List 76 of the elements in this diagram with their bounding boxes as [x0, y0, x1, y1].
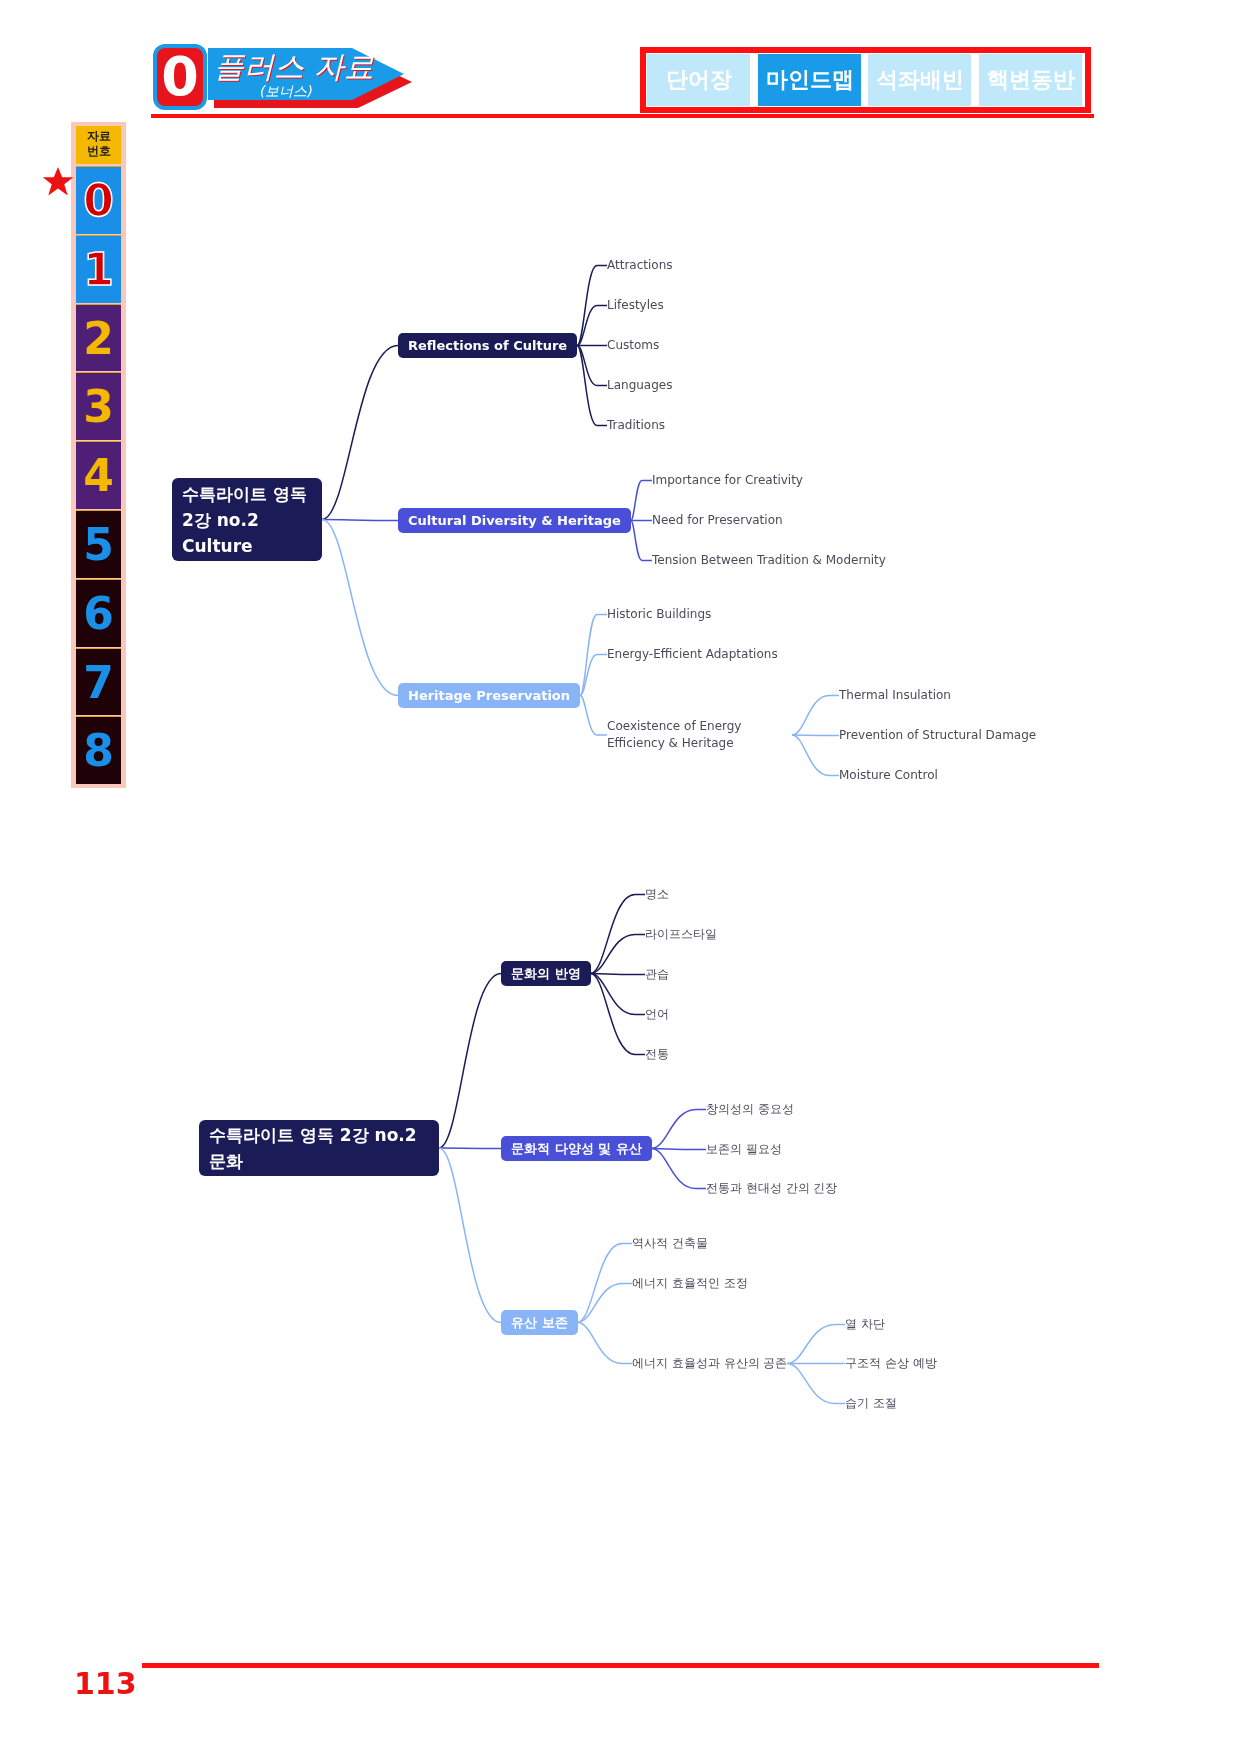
connector-line — [438, 1147, 502, 1324]
connector-line — [589, 893, 646, 975]
subtopic-label: Historic Buildings — [607, 606, 712, 623]
number-cell: 6 — [76, 578, 121, 647]
subtopic-label: 습기 조절 — [845, 1395, 897, 1412]
subtopic-label: 구조적 손상 예방 — [845, 1355, 937, 1372]
subtopic-label: 창의성의 중요성 — [706, 1101, 794, 1118]
subtopic-label: Coexistence of Energy Efficiency & Heritage — [607, 718, 792, 752]
connector-line — [650, 1108, 707, 1150]
root-topic-box: 수특라이트 영독 2강 no.2 문화 — [199, 1120, 439, 1176]
subtopic-label: Thermal Insulation — [839, 687, 951, 704]
connector-line — [438, 972, 502, 1149]
connector-line — [630, 519, 653, 522]
subtopic-label: Attractions — [607, 257, 673, 274]
connector-line — [576, 344, 608, 387]
subtopic-label: Customs — [607, 337, 660, 354]
branch-topic-box: Reflections of Culture — [398, 333, 578, 358]
connector-line — [579, 653, 608, 697]
connector-line — [576, 344, 608, 347]
branch-topic-box: 문화의 반영 — [501, 961, 591, 986]
connector-line — [576, 1321, 633, 1365]
number-cell: 5 — [76, 510, 121, 578]
subtopic-label: Moisture Control — [839, 767, 938, 784]
subtopic-label: Importance for Creativity — [652, 472, 803, 489]
connector-line — [786, 1323, 846, 1365]
number-cell: 3 — [76, 372, 121, 441]
connector-line — [321, 518, 399, 697]
connector-line — [579, 694, 608, 736]
tab: 핵변동반 — [979, 54, 1082, 106]
sidebar-heading: 자료 번호 — [76, 126, 121, 164]
connector-line — [576, 1242, 633, 1324]
connector-line — [576, 1282, 633, 1324]
connector-line — [438, 1147, 502, 1150]
root-topic-box: 수특라이트 영독 2강 no.2 Culture — [172, 478, 322, 561]
tab: 마인드맵 — [758, 54, 861, 106]
connector-line — [321, 344, 399, 521]
subtopic-label: 관습 — [645, 966, 669, 983]
subtopic-label: 보존의 필요성 — [706, 1141, 782, 1158]
branch-topic-box: 문화적 다양성 및 유산 — [501, 1136, 652, 1161]
number-cell: 2 — [76, 303, 121, 372]
subtopic-label: 에너지 효율적인 조정 — [632, 1275, 748, 1292]
subtopic-label: 전통과 현대성 간의 긴장 — [706, 1180, 838, 1197]
subtopic-label: Energy-Efficient Adaptations — [607, 646, 778, 663]
subtopic-label: 열 차단 — [845, 1316, 885, 1333]
subtopic-label: 명소 — [645, 886, 669, 903]
subtopic-label: Languages — [607, 377, 673, 394]
tab: 단어장 — [647, 54, 750, 106]
subtopic-label: Lifestyles — [607, 297, 664, 314]
number-cell: 8 — [76, 716, 121, 785]
subtopic-label: 전통 — [645, 1046, 669, 1063]
subtopic-label: 에너지 효율성과 유산의 공존 — [632, 1355, 788, 1372]
branch-topic-box: Heritage Preservation — [398, 683, 581, 708]
subtopic-label: Need for Preservation — [652, 512, 783, 529]
subtopic-label: Tension Between Tradition & Modernity — [652, 552, 886, 569]
connector-line — [589, 933, 646, 975]
connector-line — [650, 1147, 707, 1190]
subtopic-label: 라이프스타일 — [645, 926, 717, 943]
page-number: 113 — [74, 1666, 137, 1702]
connector-line — [791, 734, 840, 777]
number-cell: 1 — [76, 234, 121, 303]
connector-line — [576, 344, 608, 427]
number-cell: 4 — [76, 441, 121, 509]
connector-line — [786, 1362, 846, 1405]
connector-line — [791, 734, 840, 737]
subtopic-label: Prevention of Structural Damage — [839, 727, 1037, 744]
branch-topic-box: Cultural Diversity & Heritage — [398, 508, 631, 533]
tab: 석좌배빈 — [868, 54, 971, 106]
subtopic-label: 언어 — [645, 1006, 669, 1023]
subtopic-label: Traditions — [607, 417, 666, 434]
connector-line — [576, 304, 608, 347]
connector-line — [589, 972, 646, 1056]
number-cell: 7 — [76, 647, 121, 716]
branch-topic-box: 유산 보존 — [501, 1310, 578, 1335]
number-badge: 0 — [153, 44, 207, 110]
subtopic-label: 역사적 건축물 — [632, 1235, 708, 1252]
number-cell: 0 — [76, 166, 121, 234]
